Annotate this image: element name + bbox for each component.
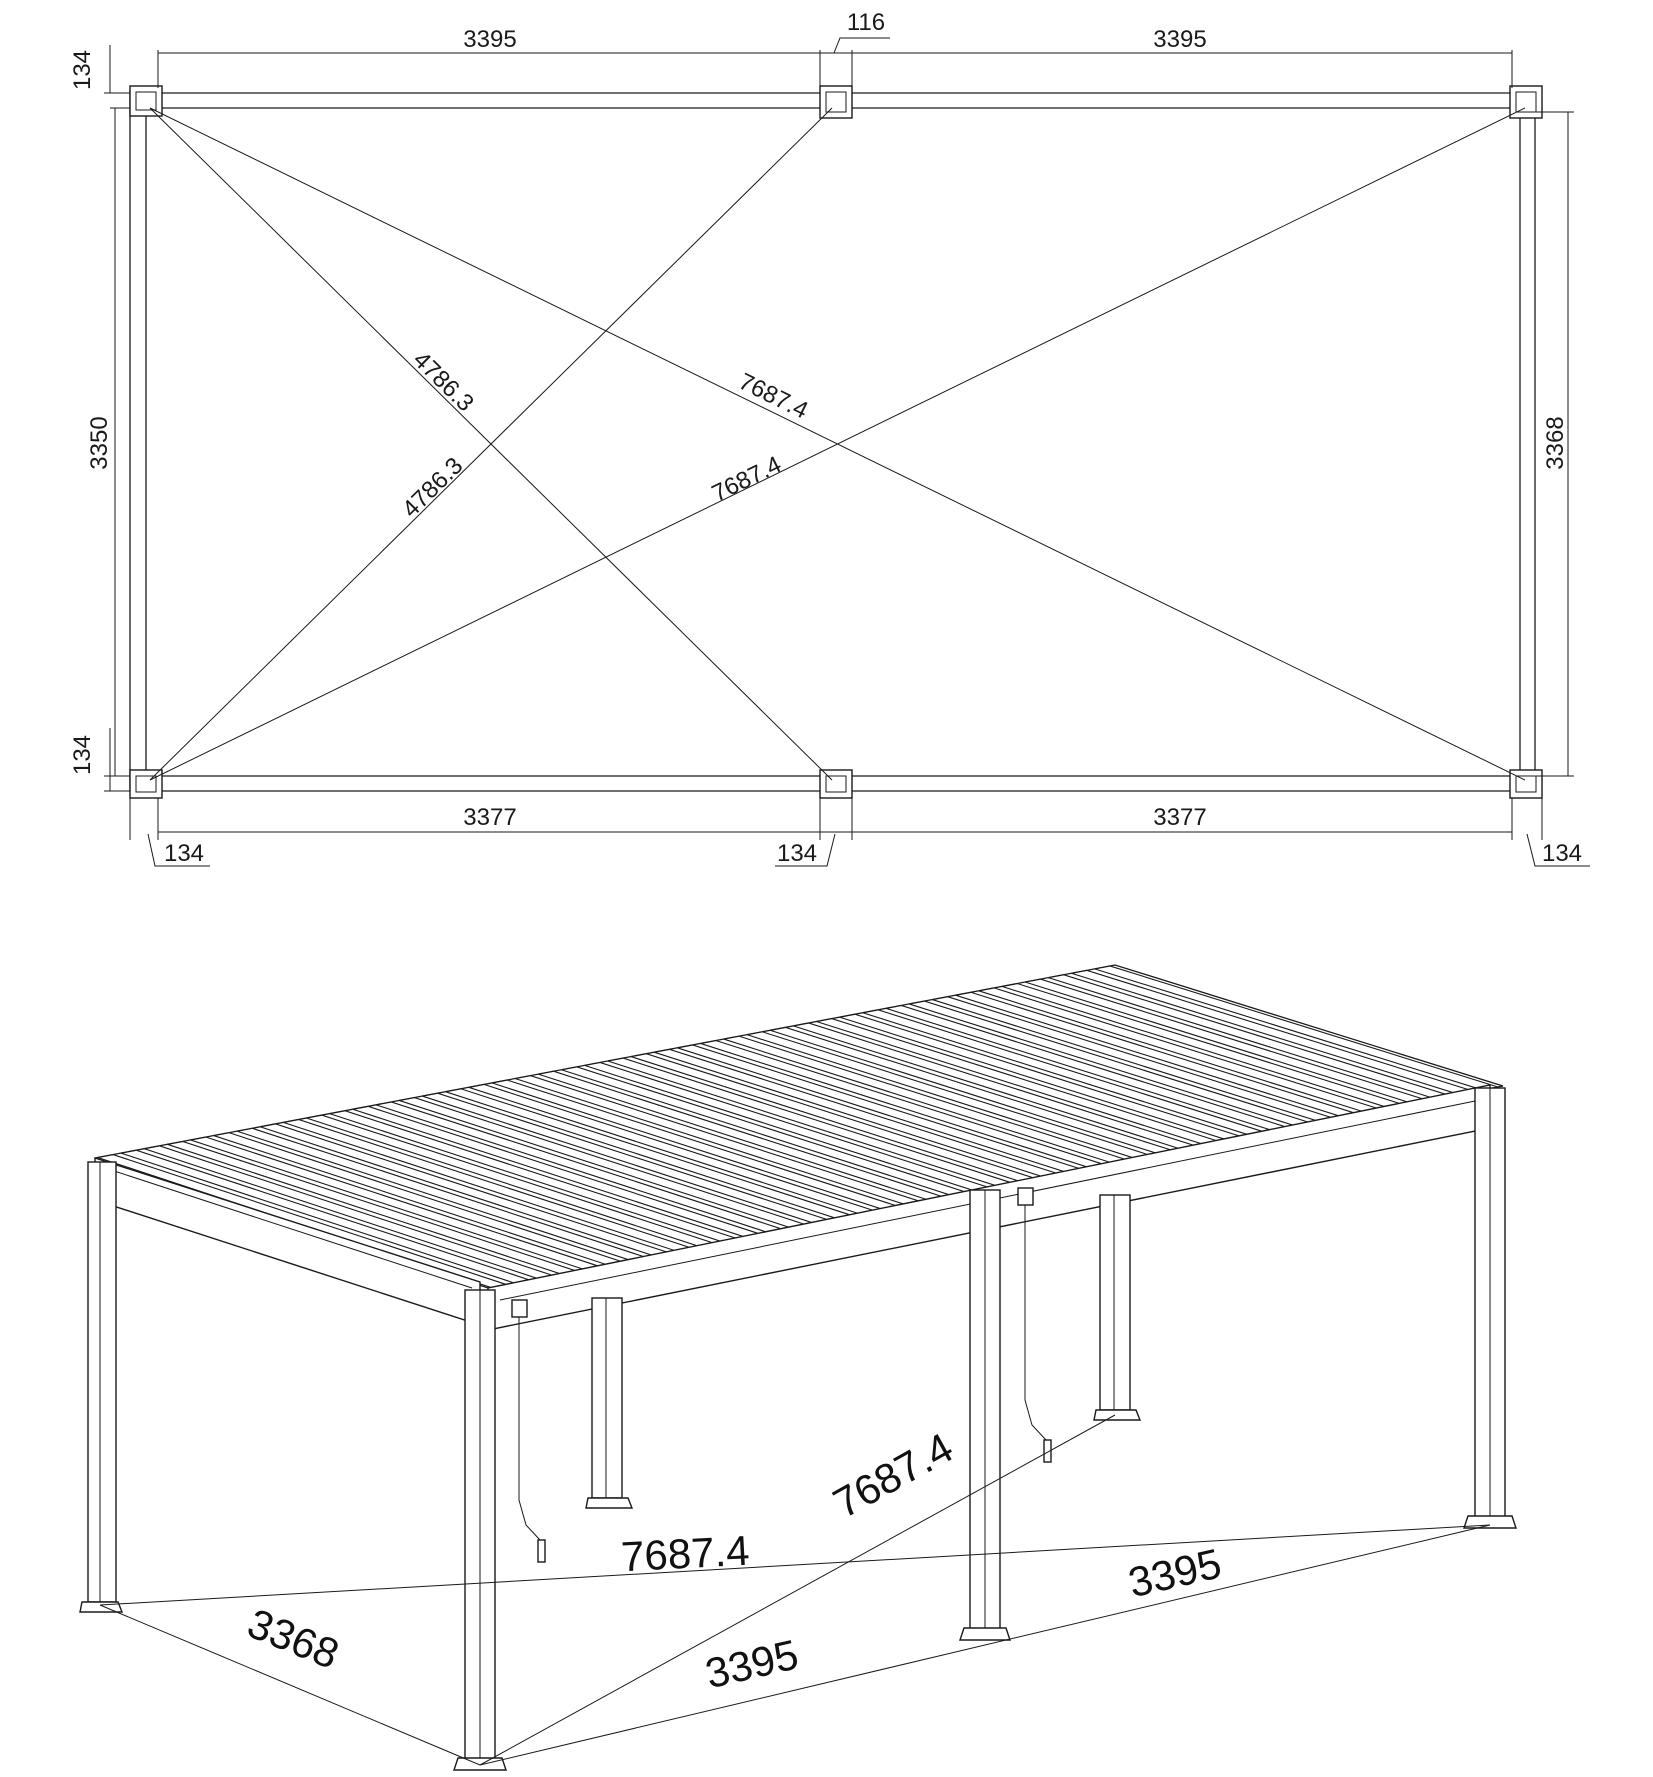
plan-short-diagonal-2: 4786.3	[397, 452, 468, 523]
plan-top-span-right: 3395	[1153, 26, 1206, 53]
iso-view: 7687.4 7687.4 3368 3395 3395	[79, 964, 1517, 1771]
plan-bottom-span-right: 3377	[1153, 804, 1206, 831]
plan-post-top-center	[819, 85, 853, 119]
post-front-corner	[453, 1289, 507, 1771]
post-back-left	[585, 1297, 634, 1509]
post-front-center	[959, 1189, 1011, 1641]
plan-post-bottom-left	[129, 769, 163, 799]
plan-view: 3395 3395 116 3377 3377 134 134 134 134 …	[69, 9, 1590, 867]
plan-right-depth: 3368	[1542, 416, 1569, 469]
plan-offset-left-bottom: 134	[69, 735, 96, 775]
plan-long-diagonal-2: 7687.4	[708, 451, 786, 507]
plan-long-diagonal-1: 7687.4	[734, 368, 812, 424]
iso-span-back: 3395	[1124, 1539, 1226, 1606]
plan-bottom-span-left: 3377	[463, 804, 516, 831]
plan-center-post-width: 116	[847, 9, 885, 36]
plan-post-bottom-center	[819, 769, 853, 799]
plan-dimension-lines	[104, 37, 1590, 867]
plan-short-diagonal-1: 4786.3	[408, 346, 479, 417]
plan-offset-bottom-center: 134	[777, 840, 817, 867]
post-front-left	[79, 1161, 124, 1613]
iso-span-front: 3395	[701, 1630, 803, 1697]
plan-post-bottom-right	[1509, 769, 1543, 799]
iso-dimension-labels: 7687.4 7687.4 3368 3395 3395	[241, 1424, 1225, 1698]
motor-box-right	[1017, 1187, 1052, 1463]
plan-offset-bottom-right: 134	[1542, 840, 1582, 867]
plan-top-span-left: 3395	[463, 26, 516, 53]
plan-diagonals	[149, 107, 1526, 781]
post-back-center	[1093, 1194, 1142, 1421]
iso-ground-lines	[99, 1414, 1491, 1766]
iso-long-diagonal-floor: 7687.4	[620, 1527, 751, 1581]
plan-offset-bottom-left: 134	[164, 840, 204, 867]
iso-depth: 3368	[241, 1599, 345, 1678]
post-front-right	[1463, 1087, 1517, 1529]
plan-offset-top-left: 134	[69, 50, 96, 90]
plan-left-depth: 3350	[86, 416, 113, 469]
motor-box-left	[511, 1299, 546, 1563]
